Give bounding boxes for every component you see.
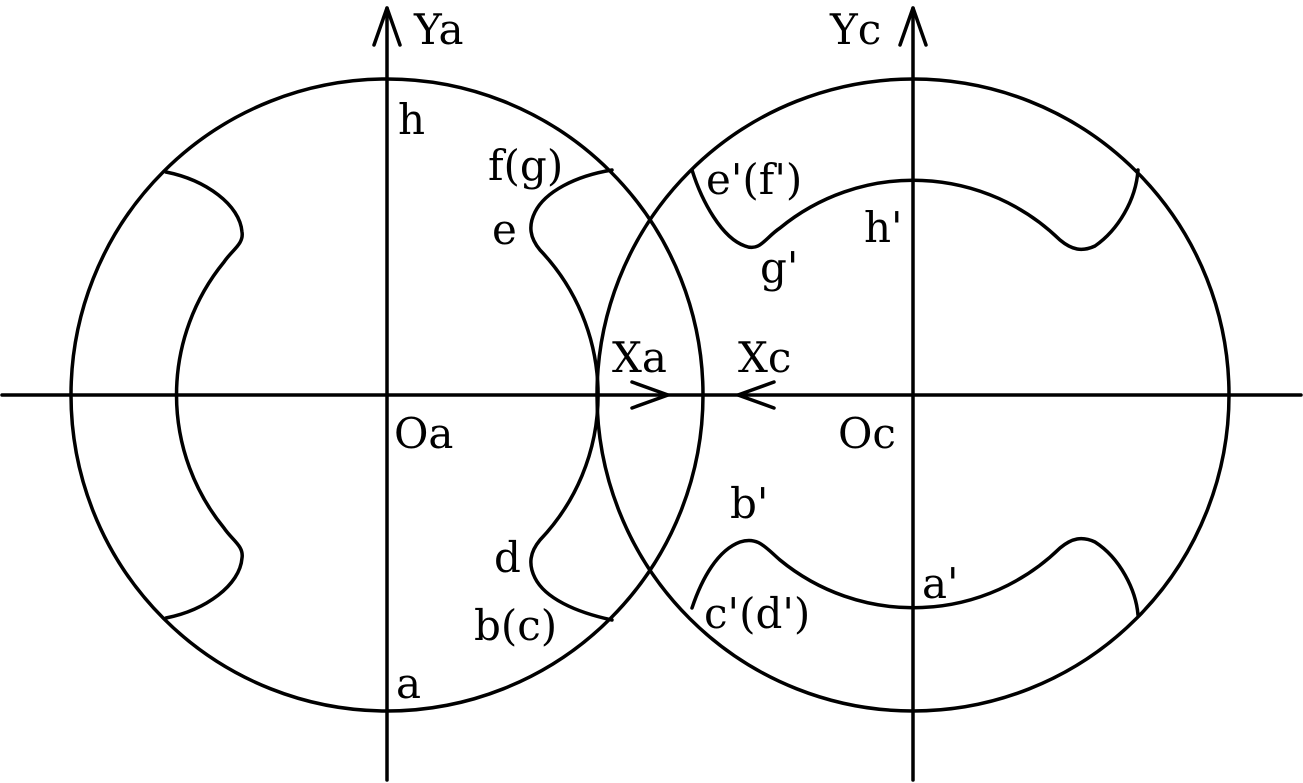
right-origin-label: Oc bbox=[838, 409, 896, 458]
point-label-bc: b(c) bbox=[474, 601, 557, 650]
point-label-g-prime: g' bbox=[760, 243, 798, 292]
point-label-h-prime: h' bbox=[864, 203, 903, 252]
right-x-axis-label: Xc bbox=[738, 333, 791, 382]
right-y-arrowhead bbox=[898, 6, 928, 47]
point-label-c-prime-d-prime: c'(d') bbox=[704, 589, 810, 638]
left-origin-label: Oa bbox=[394, 409, 453, 458]
left-rotor-left-recess bbox=[164, 170, 244, 620]
right-rotor-top-recess bbox=[690, 168, 1140, 252]
point-label-b-prime: b' bbox=[730, 479, 768, 528]
point-label-a-prime: a' bbox=[922, 559, 959, 608]
point-label-fg: f(g) bbox=[488, 141, 563, 190]
left-y-arrowhead bbox=[372, 6, 402, 47]
right-x-arrowhead bbox=[736, 380, 776, 410]
left-y-axis-label: Ya bbox=[413, 5, 464, 54]
right-rotor-outer-circle bbox=[595, 77, 1231, 713]
right-rotor-bottom-recess bbox=[690, 536, 1140, 617]
left-x-arrowhead bbox=[630, 380, 670, 410]
point-label-d: d bbox=[494, 533, 521, 582]
left-x-axis-label: Xa bbox=[612, 333, 667, 382]
point-label-e: e bbox=[492, 205, 517, 254]
point-label-h: h bbox=[398, 95, 425, 144]
right-y-axis-label: Yc bbox=[829, 5, 881, 54]
point-label-e-prime-f-prime: e'(f') bbox=[706, 155, 802, 204]
left-rotor-outer-circle bbox=[69, 77, 705, 713]
point-label-a: a bbox=[396, 659, 421, 708]
